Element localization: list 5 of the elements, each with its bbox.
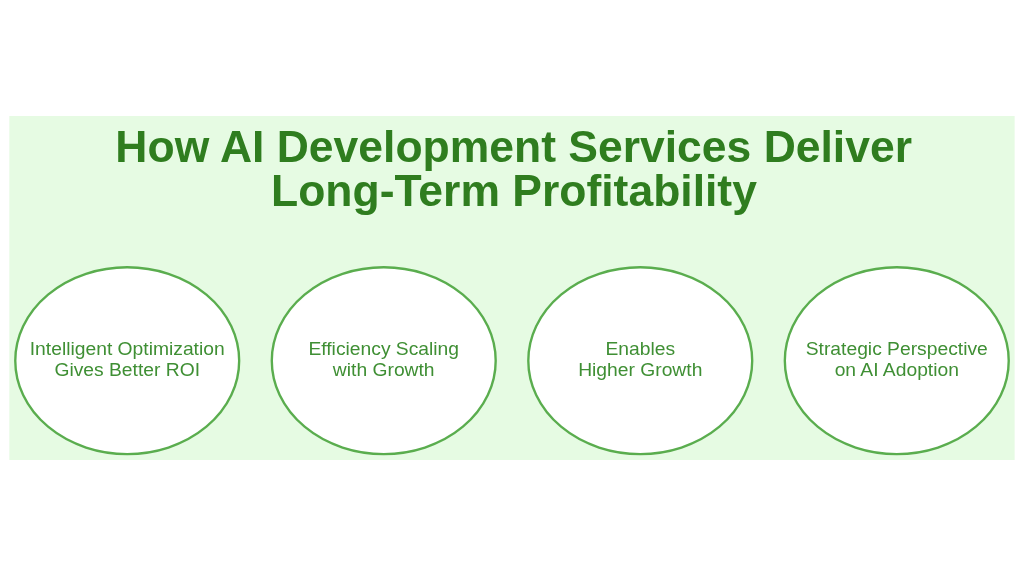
node-ellipse: Enables Higher Growth: [527, 266, 754, 456]
diagram-title: How AI Development Services Deliver Long-Term Profitability: [115, 121, 912, 216]
node-ellipse: Strategic Perspective on AI Adoption: [783, 266, 1010, 456]
node-ellipse: Intelligent Optimization Gives Better ROI: [14, 266, 241, 456]
node-ellipse: Efficiency Scaling with Growth: [270, 266, 497, 456]
